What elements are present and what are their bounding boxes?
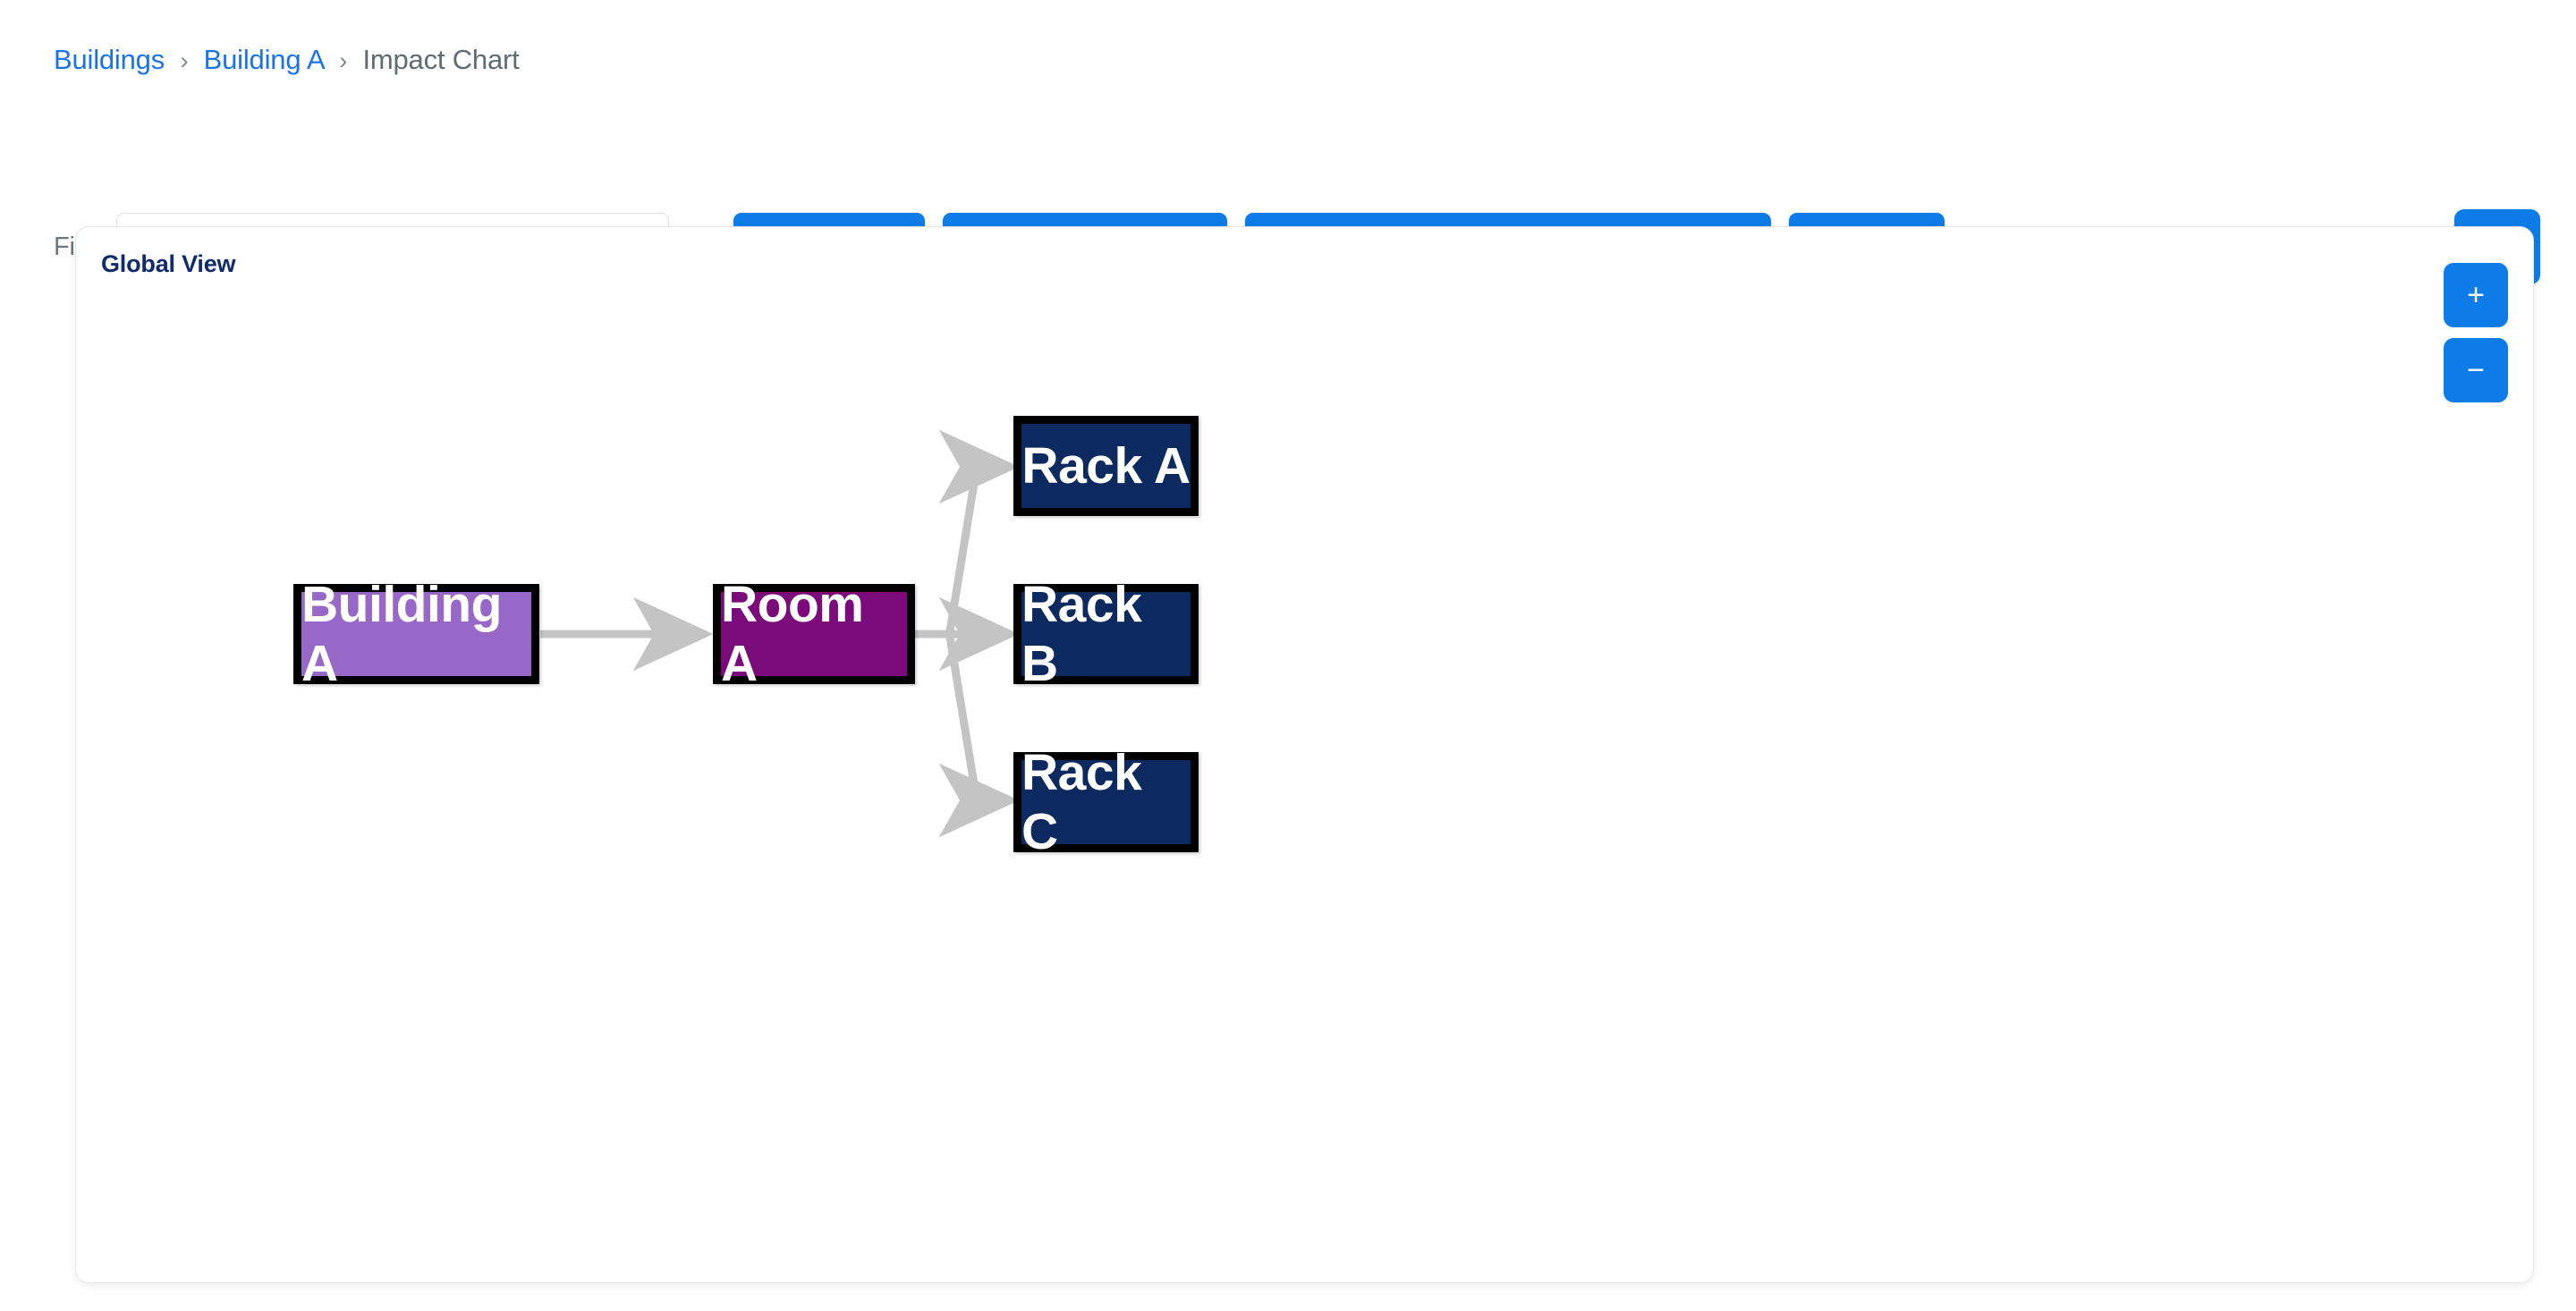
graph-node-room-a-label: Room A	[721, 576, 864, 692]
edge-room-a-to-rack-a-line	[938, 429, 1020, 632]
graph-node-room-a[interactable]: Room A	[713, 576, 915, 692]
impact-chart-card: Global View + − Building A	[75, 226, 2534, 1283]
graph-node-building-a[interactable]: Building A	[293, 576, 539, 692]
graph-node-rack-c[interactable]: Rack C	[1013, 744, 1199, 860]
graph-node-rack-c-label: Rack C	[1021, 744, 1142, 860]
graph-node-building-a-label: Building A	[301, 576, 502, 692]
page-title: Global View	[101, 250, 236, 277]
breadcrumb: Buildings › Building A › Impact Chart	[54, 43, 520, 78]
edge-room-a-to-rack-c	[938, 636, 1020, 838]
breadcrumb-item-impact-chart: Impact Chart	[362, 44, 520, 75]
graph-node-rack-a-label: Rack A	[1021, 437, 1191, 495]
zoom-in-button[interactable]: +	[2444, 263, 2508, 327]
breadcrumb-item-buildings[interactable]: Buildings	[54, 44, 165, 75]
graph-node-rack-a[interactable]: Rack A	[1013, 416, 1199, 516]
impact-graph-canvas[interactable]: Building A Room A Rack A Rack B Rack C	[76, 227, 2533, 1282]
graph-edges	[540, 429, 1020, 838]
graph-node-rack-b[interactable]: Rack B	[1013, 576, 1199, 692]
graph-node-rack-b-label: Rack B	[1021, 576, 1142, 692]
breadcrumb-item-building-a[interactable]: Building A	[203, 44, 324, 75]
breadcrumb-separator-2: ›	[339, 47, 348, 74]
zoom-out-button[interactable]: −	[2444, 338, 2508, 402]
breadcrumb-separator-1: ›	[180, 47, 189, 74]
toolbar: Find Legend Create Image Service Depende…	[0, 100, 2576, 284]
